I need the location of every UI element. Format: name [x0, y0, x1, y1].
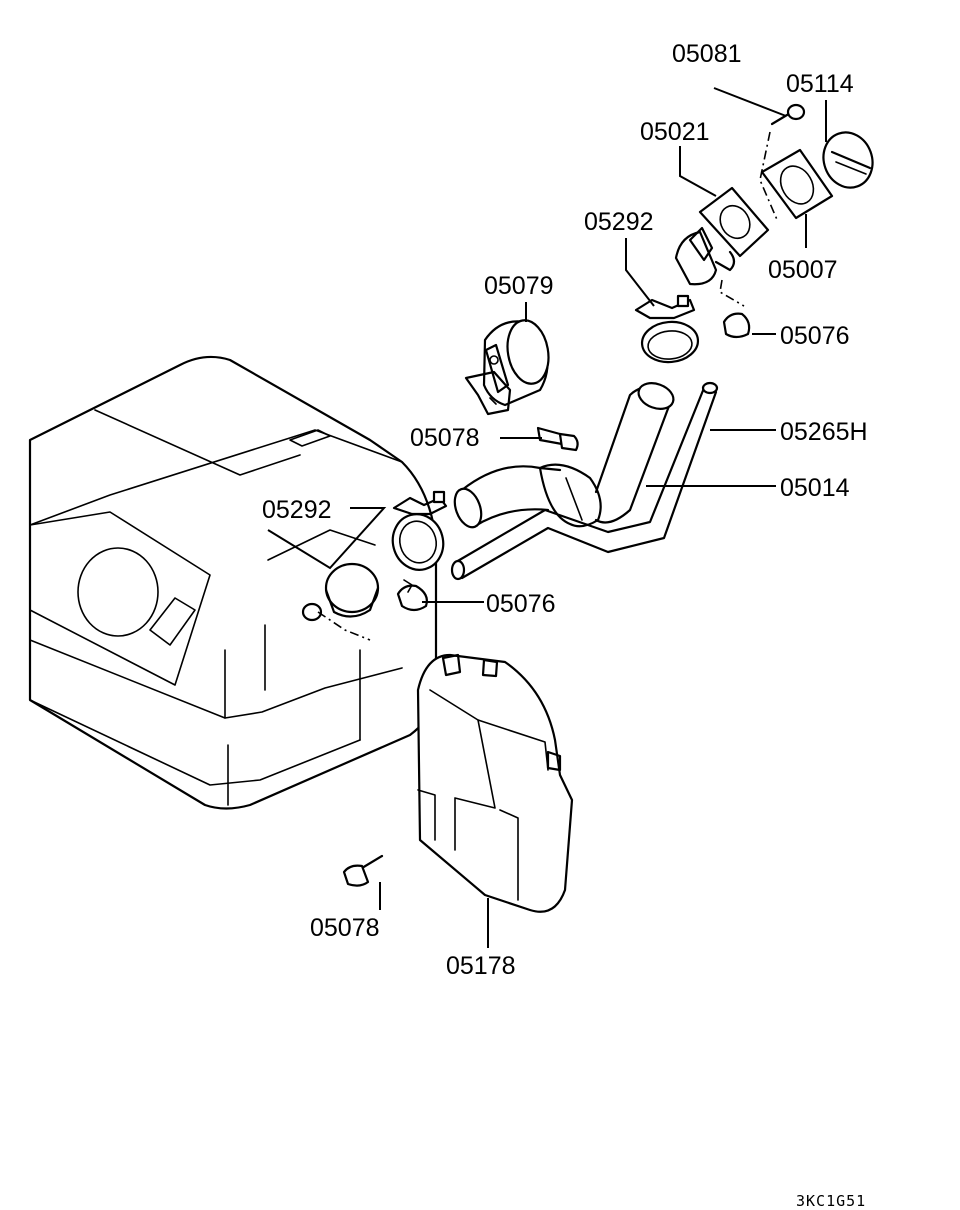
leader-lines: [267, 87, 827, 948]
label-05079: 05079: [484, 272, 554, 300]
clip-05076-top: [719, 279, 751, 339]
bolt-05078-bottom: [342, 854, 384, 887]
filler-hose: [453, 382, 675, 529]
fuel-cap: [822, 131, 874, 189]
drawing-code: 3KC1G51: [796, 1192, 866, 1210]
label-05076-top: 05076: [780, 322, 850, 350]
hose-clamp-top: [634, 294, 700, 364]
filler-gasket: [760, 148, 834, 220]
tank-shield: [416, 653, 574, 913]
label-05007: 05007: [768, 256, 838, 284]
label-05078-top: 05078: [410, 424, 480, 452]
label-05114: 05114: [786, 70, 854, 98]
label-05292-left: 05292: [262, 496, 332, 524]
label-05265H: 05265H: [780, 418, 868, 446]
label-05292-top: 05292: [584, 208, 654, 236]
breather-pipe: [450, 381, 719, 581]
fuel-tank: [28, 355, 438, 810]
hose-bracket: [464, 319, 550, 416]
label-05076-mid: 05076: [486, 590, 556, 618]
label-05081: 05081: [672, 40, 742, 68]
label-05078-bottom: 05078: [310, 914, 380, 942]
screw-05081: [759, 103, 806, 223]
label-05178: 05178: [446, 952, 516, 980]
label-05021: 05021: [640, 118, 710, 146]
hose-clamp-left: [391, 490, 448, 571]
bolt-05078-top: [536, 426, 579, 452]
clip-05076-mid: [396, 579, 428, 612]
label-05014: 05014: [780, 474, 850, 502]
filler-neck-housing: [674, 186, 770, 286]
part-labels: 05081 05114 05021 05292 05007 05079 0507…: [262, 40, 868, 980]
